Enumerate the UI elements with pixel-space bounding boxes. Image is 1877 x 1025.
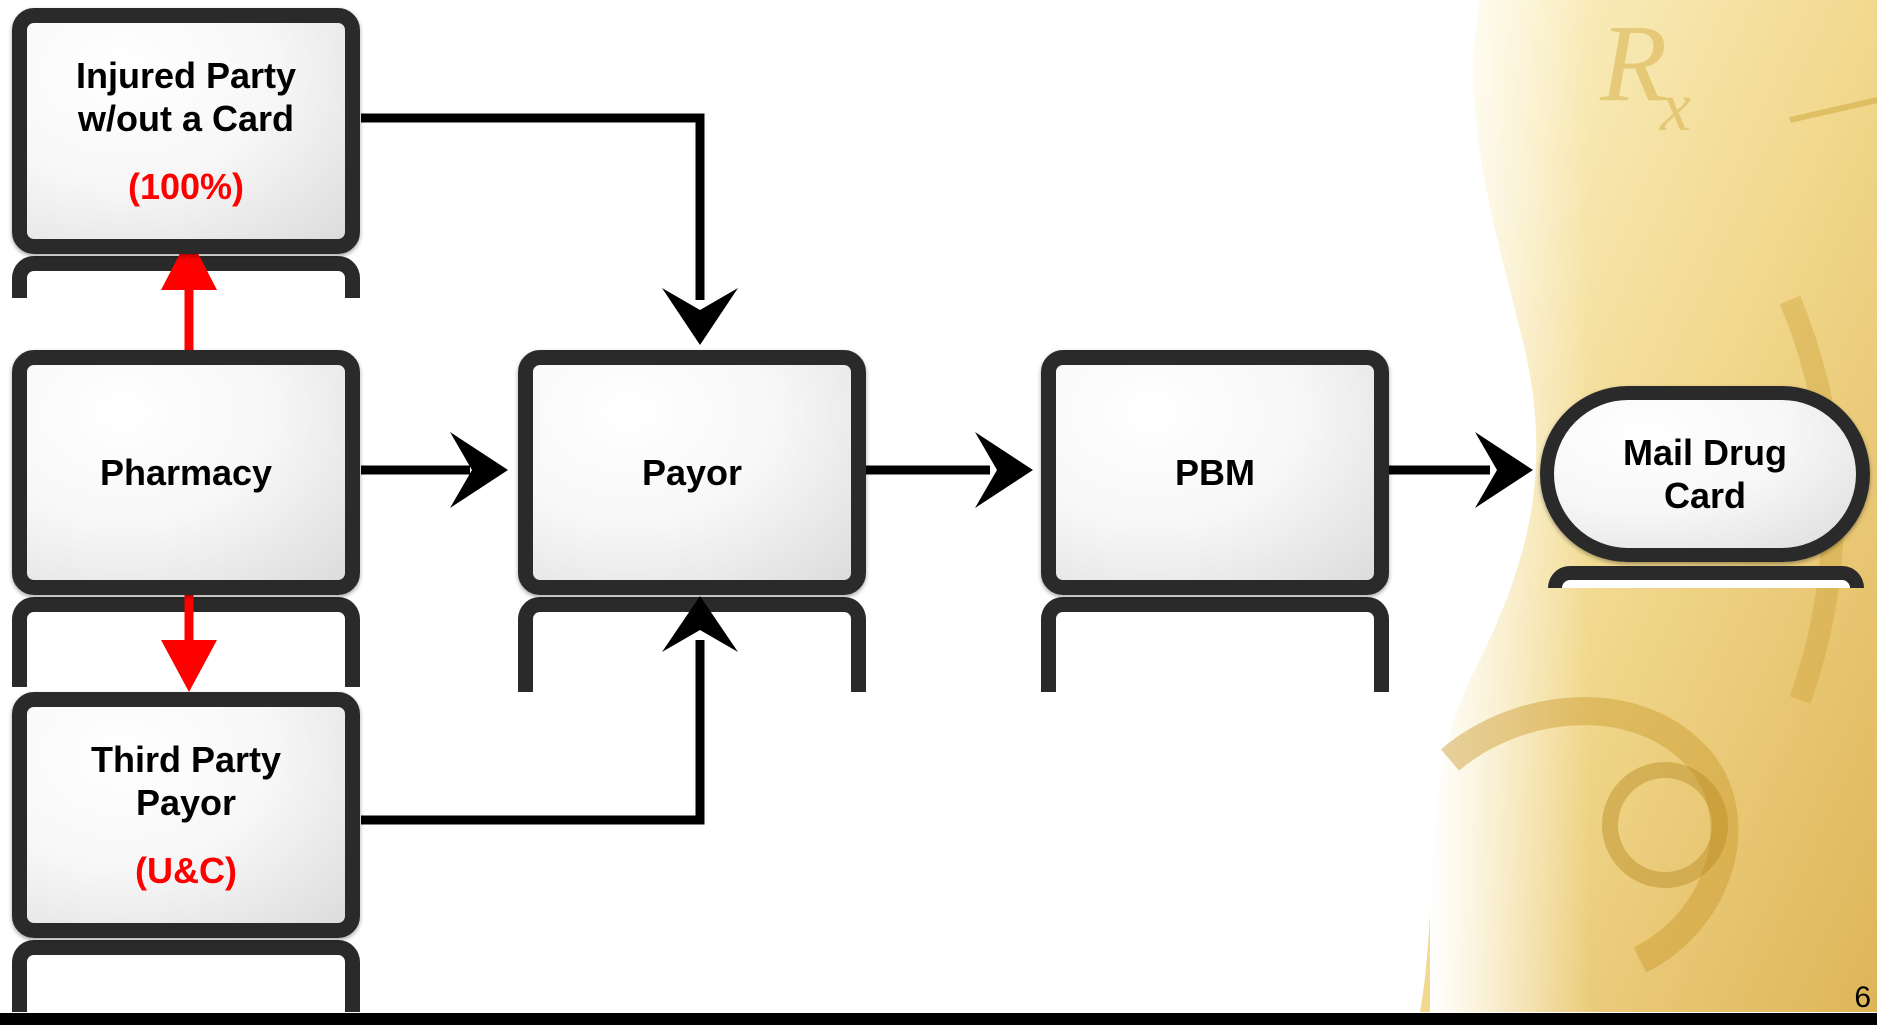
edge-injured-party-to-payor — [361, 113, 738, 345]
mail-drug-card-reflection — [1548, 566, 1864, 588]
edge-pharmacy-to-injured-party — [161, 236, 217, 353]
pharmacy-label: Pharmacy — [99, 451, 273, 493]
mail-drug-card-label-line1: Mail Drug — [1622, 431, 1787, 473]
third-party-payor-label: Third Party Payor — [91, 738, 281, 824]
injured-party-label-line1: Injured Party — [75, 54, 297, 96]
mail-drug-card-label-line2: Card — [1663, 475, 1746, 516]
third-party-label-line2: Payor — [135, 782, 237, 823]
svg-text:R: R — [1599, 2, 1667, 124]
edge-pharmacy-to-third-party — [161, 582, 217, 692]
pbm-reflection — [1041, 597, 1389, 692]
page-number: 6 — [1854, 981, 1871, 1014]
pbm-label: PBM — [1175, 451, 1255, 493]
edge-pharmacy-to-payor — [361, 432, 508, 508]
mail-drug-card-label: Mail Drug Card — [1623, 431, 1787, 517]
payor-label: Payor — [641, 451, 743, 493]
pharmacy-box: Pharmacy — [12, 350, 360, 595]
payor-box: Payor — [518, 350, 866, 595]
svg-text:x: x — [1659, 69, 1691, 146]
third-party-payor-note: (U&C) — [135, 850, 237, 892]
injured-party-label-line2: w/out a Card — [77, 98, 295, 139]
injured-party-label: Injured Party w/out a Card — [76, 54, 296, 140]
mail-drug-card-box: Mail Drug Card — [1540, 386, 1870, 562]
bottom-bar — [0, 1013, 1877, 1025]
third-party-payor-box: Third Party Payor (U&C) — [12, 692, 360, 938]
injured-party-note: (100%) — [127, 166, 245, 208]
injured-party-box: Injured Party w/out a Card (100%) — [12, 8, 360, 254]
third-party-label-line1: Third Party — [90, 738, 282, 780]
edge-third-party-to-payor — [361, 596, 738, 825]
edge-pbm-to-mail-drug-card — [1389, 432, 1533, 508]
third-party-reflection — [12, 940, 360, 1012]
pbm-box: PBM — [1041, 350, 1389, 595]
edge-payor-to-pbm — [866, 432, 1033, 508]
